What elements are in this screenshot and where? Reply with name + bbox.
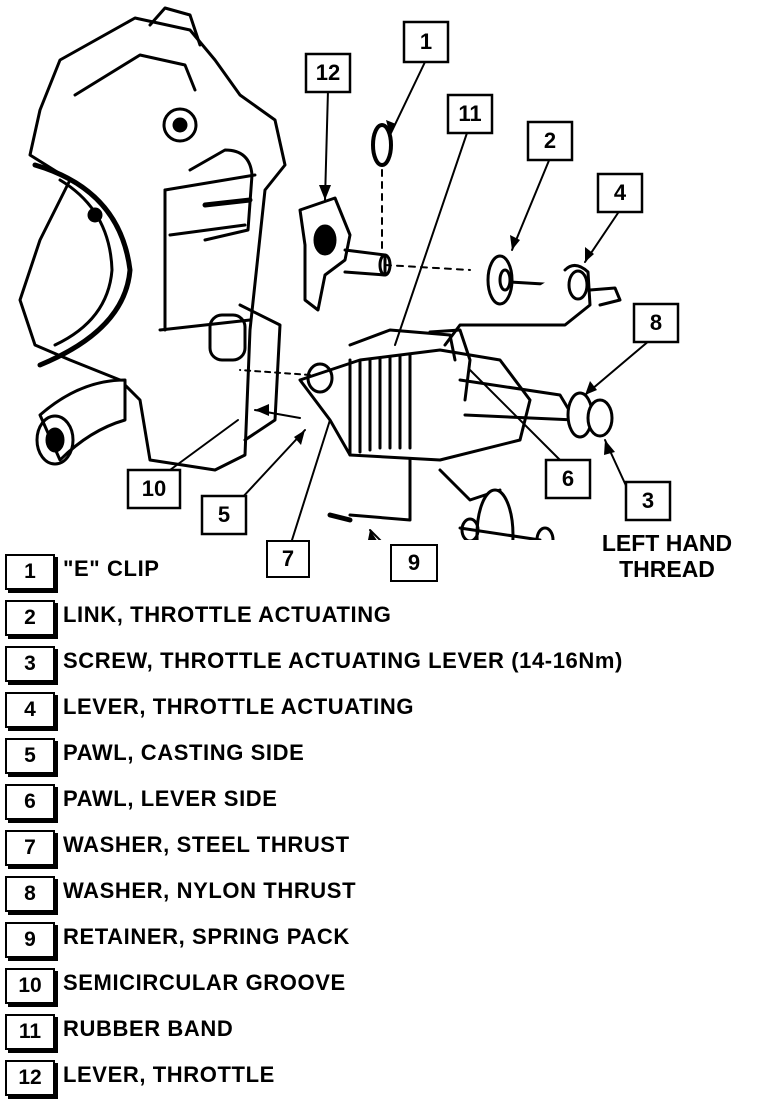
legend-number: 9 xyxy=(5,922,55,958)
callout-label: 4 xyxy=(614,180,627,205)
callout-6: 6 xyxy=(544,458,592,500)
legend-item: 7 WASHER, STEEL THRUST xyxy=(5,828,765,874)
callout-label: 12 xyxy=(316,60,340,85)
callout-1: 1 xyxy=(402,20,450,64)
legend-label: PAWL, CASTING SIDE xyxy=(63,740,305,765)
legend-number: 1 xyxy=(5,554,55,590)
callout-8: 8 xyxy=(632,302,680,344)
side-note-line-1: LEFT HAND xyxy=(601,530,733,556)
legend-number: 7 xyxy=(5,830,55,866)
throttle-body-casting xyxy=(18,6,287,472)
exploded-view-diagram: 1 12 11 2 4 8 6 3 xyxy=(18,6,680,540)
legend-number: 11 xyxy=(5,1014,55,1050)
legend-item: 4 LEVER, THROTTLE ACTUATING xyxy=(5,690,765,736)
callout-2: 2 xyxy=(526,120,574,162)
legend-item: 1 "E" CLIP xyxy=(5,552,765,598)
callout-label: 7 xyxy=(281,546,295,571)
left-hand-thread-note: LEFT HAND THREAD xyxy=(572,530,762,582)
legend-label: LINK, THROTTLE ACTUATING xyxy=(63,602,392,627)
callout-5: 5 xyxy=(200,494,248,536)
legend-label: LEVER, THROTTLE ACTUATING xyxy=(63,694,415,719)
throttle-lever-part xyxy=(298,196,471,312)
throttle-link-part xyxy=(486,254,562,306)
legend-item: 6 PAWL, LEVER SIDE xyxy=(5,782,765,828)
legend-item: 8 WASHER, NYLON THRUST xyxy=(5,874,765,920)
callout-9: 9 xyxy=(390,544,438,582)
legend-label: SCREW, THROTTLE ACTUATING LEVER (14-16Nm… xyxy=(63,648,623,673)
legend-label: WASHER, NYLON THRUST xyxy=(63,878,357,903)
callout-7: 7 xyxy=(266,540,310,578)
legend-number: 12 xyxy=(5,1060,55,1096)
callout-label: 2 xyxy=(544,128,556,153)
callout-label: 8 xyxy=(650,310,662,335)
legend-label: PAWL, LEVER SIDE xyxy=(63,786,278,811)
callout-label: 3 xyxy=(642,488,654,513)
leader-lines xyxy=(169,61,651,540)
parts-legend: 1 "E" CLIP 2 LINK, THROTTLE ACTUATING 3 … xyxy=(5,552,765,1104)
callout-label: 9 xyxy=(407,550,421,575)
legend-label: SEMICIRCULAR GROOVE xyxy=(63,970,346,995)
legend-item: 5 PAWL, CASTING SIDE xyxy=(5,736,765,782)
callout-3: 3 xyxy=(624,480,672,522)
legend-item: 10 SEMICIRCULAR GROOVE xyxy=(5,966,765,1012)
legend-item: 12 LEVER, THROTTLE xyxy=(5,1058,765,1104)
leader-arrowheads xyxy=(255,120,615,540)
callout-10: 10 xyxy=(126,468,182,510)
legend-number: 6 xyxy=(5,784,55,820)
callout-label: 6 xyxy=(562,466,574,491)
actuating-lever-part xyxy=(443,264,622,347)
e-clip-part xyxy=(371,123,393,251)
legend-number: 8 xyxy=(5,876,55,912)
callout-label: 1 xyxy=(420,29,432,54)
callout-11: 11 xyxy=(446,93,494,135)
legend-number: 2 xyxy=(5,600,55,636)
callout-label: 5 xyxy=(218,502,230,527)
spring-pack-assembly xyxy=(239,328,614,540)
callout-4: 4 xyxy=(596,172,644,214)
legend-item: 9 RETAINER, SPRING PACK xyxy=(5,920,765,966)
legend-item: 3 SCREW, THROTTLE ACTUATING LEVER (14-16… xyxy=(5,644,765,690)
legend-number: 4 xyxy=(5,692,55,728)
legend-number: 5 xyxy=(5,738,55,774)
callout-label: 10 xyxy=(142,476,166,501)
legend-number: 10 xyxy=(5,968,55,1004)
callout-boxes: 1 12 11 2 4 8 6 3 xyxy=(126,20,680,536)
callout-12: 12 xyxy=(304,52,352,94)
legend-item: 11 RUBBER BAND xyxy=(5,1012,765,1058)
legend-item: 2 LINK, THROTTLE ACTUATING xyxy=(5,598,765,644)
legend-label: WASHER, STEEL THRUST xyxy=(63,832,350,857)
legend-label: RUBBER BAND xyxy=(63,1016,234,1041)
callout-label: 11 xyxy=(458,101,481,126)
legend-label: "E" CLIP xyxy=(63,556,160,581)
side-note-line-2: THREAD xyxy=(619,556,715,582)
legend-label: LEVER, THROTTLE xyxy=(63,1062,275,1087)
legend-label: RETAINER, SPRING PACK xyxy=(63,924,350,949)
legend-number: 3 xyxy=(5,646,55,682)
